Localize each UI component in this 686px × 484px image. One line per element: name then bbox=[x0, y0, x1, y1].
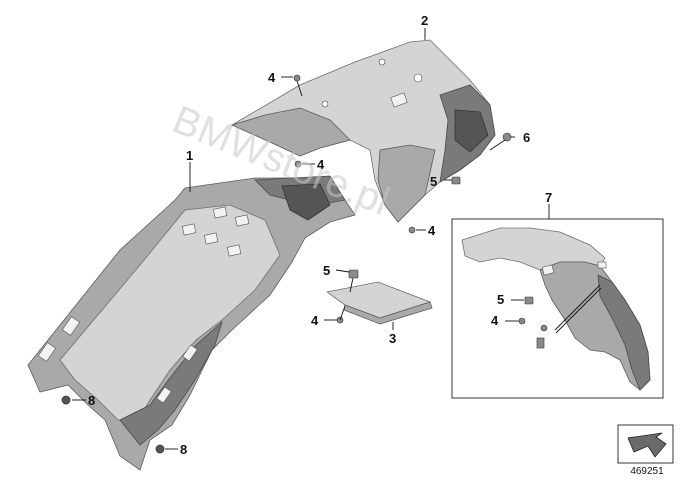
callout-4-mid-left: 4 bbox=[317, 157, 325, 172]
callout-5-upper: 5 bbox=[430, 174, 437, 189]
callout-2: 2 bbox=[421, 13, 428, 28]
callout-5-plate: 5 bbox=[323, 263, 330, 278]
rubber-6[interactable] bbox=[489, 132, 512, 151]
callout-4-mid-right: 4 bbox=[428, 223, 436, 238]
grommet-8-lower[interactable] bbox=[155, 444, 165, 454]
callout-7: 7 bbox=[545, 190, 552, 205]
part-7-mudguard-assembly[interactable] bbox=[461, 227, 651, 391]
nut-5-detail[interactable] bbox=[524, 296, 534, 305]
screw-detail-lower[interactable] bbox=[536, 324, 548, 349]
screw-4-mid-right[interactable] bbox=[408, 226, 416, 234]
screw-4-upper[interactable] bbox=[293, 74, 303, 97]
screw-4-detail[interactable] bbox=[518, 317, 526, 325]
direction-arrow-icon bbox=[617, 424, 674, 464]
callout-6: 6 bbox=[523, 130, 530, 145]
part-1-rear-mudguard[interactable] bbox=[27, 175, 356, 471]
screw-4-plate[interactable] bbox=[336, 305, 346, 324]
callout-8-lower: 8 bbox=[180, 442, 187, 457]
screw-4-mid-left[interactable] bbox=[294, 160, 302, 168]
diagram-number: 469251 bbox=[630, 466, 664, 477]
nut-5-upper[interactable] bbox=[451, 176, 461, 185]
callout-3: 3 bbox=[389, 331, 396, 346]
callout-4-detail: 4 bbox=[491, 313, 499, 328]
callout-1: 1 bbox=[186, 148, 193, 163]
callout-4-upper: 4 bbox=[268, 70, 276, 85]
part-2-rear-cover[interactable] bbox=[230, 39, 496, 223]
callout-8-upper: 8 bbox=[88, 393, 95, 408]
callout-4-plate: 4 bbox=[311, 313, 319, 328]
callout-5-detail: 5 bbox=[497, 292, 504, 307]
nut-5-plate[interactable] bbox=[348, 269, 359, 293]
part-7-detail-box: 7 5 4 bbox=[451, 190, 664, 399]
grommet-8-upper[interactable] bbox=[61, 395, 71, 405]
part-3-cover-plate[interactable] bbox=[326, 281, 433, 325]
